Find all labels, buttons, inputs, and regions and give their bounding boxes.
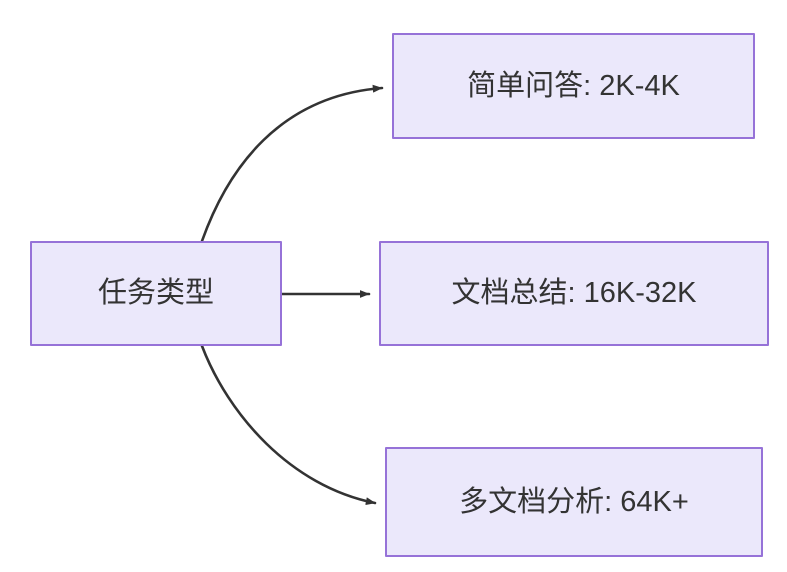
node-simple-qa-label: 简单问答: 2K-4K	[467, 69, 680, 102]
edge-source-to-multidoc	[200, 344, 377, 506]
node-multi-document-analysis[interactable]: 多文档分析: 64K+	[385, 447, 763, 557]
node-task-type-label: 任务类型	[97, 277, 214, 310]
node-task-type[interactable]: 任务类型	[30, 241, 282, 346]
node-multi-document-analysis-label: 多文档分析: 64K+	[459, 485, 689, 518]
node-document-summary-label: 文档总结: 16K-32K	[451, 277, 697, 310]
node-simple-qa[interactable]: 简单问答: 2K-4K	[392, 33, 755, 139]
node-document-summary[interactable]: 文档总结: 16K-32K	[379, 241, 769, 346]
edge-source-to-qa	[200, 84, 384, 243]
